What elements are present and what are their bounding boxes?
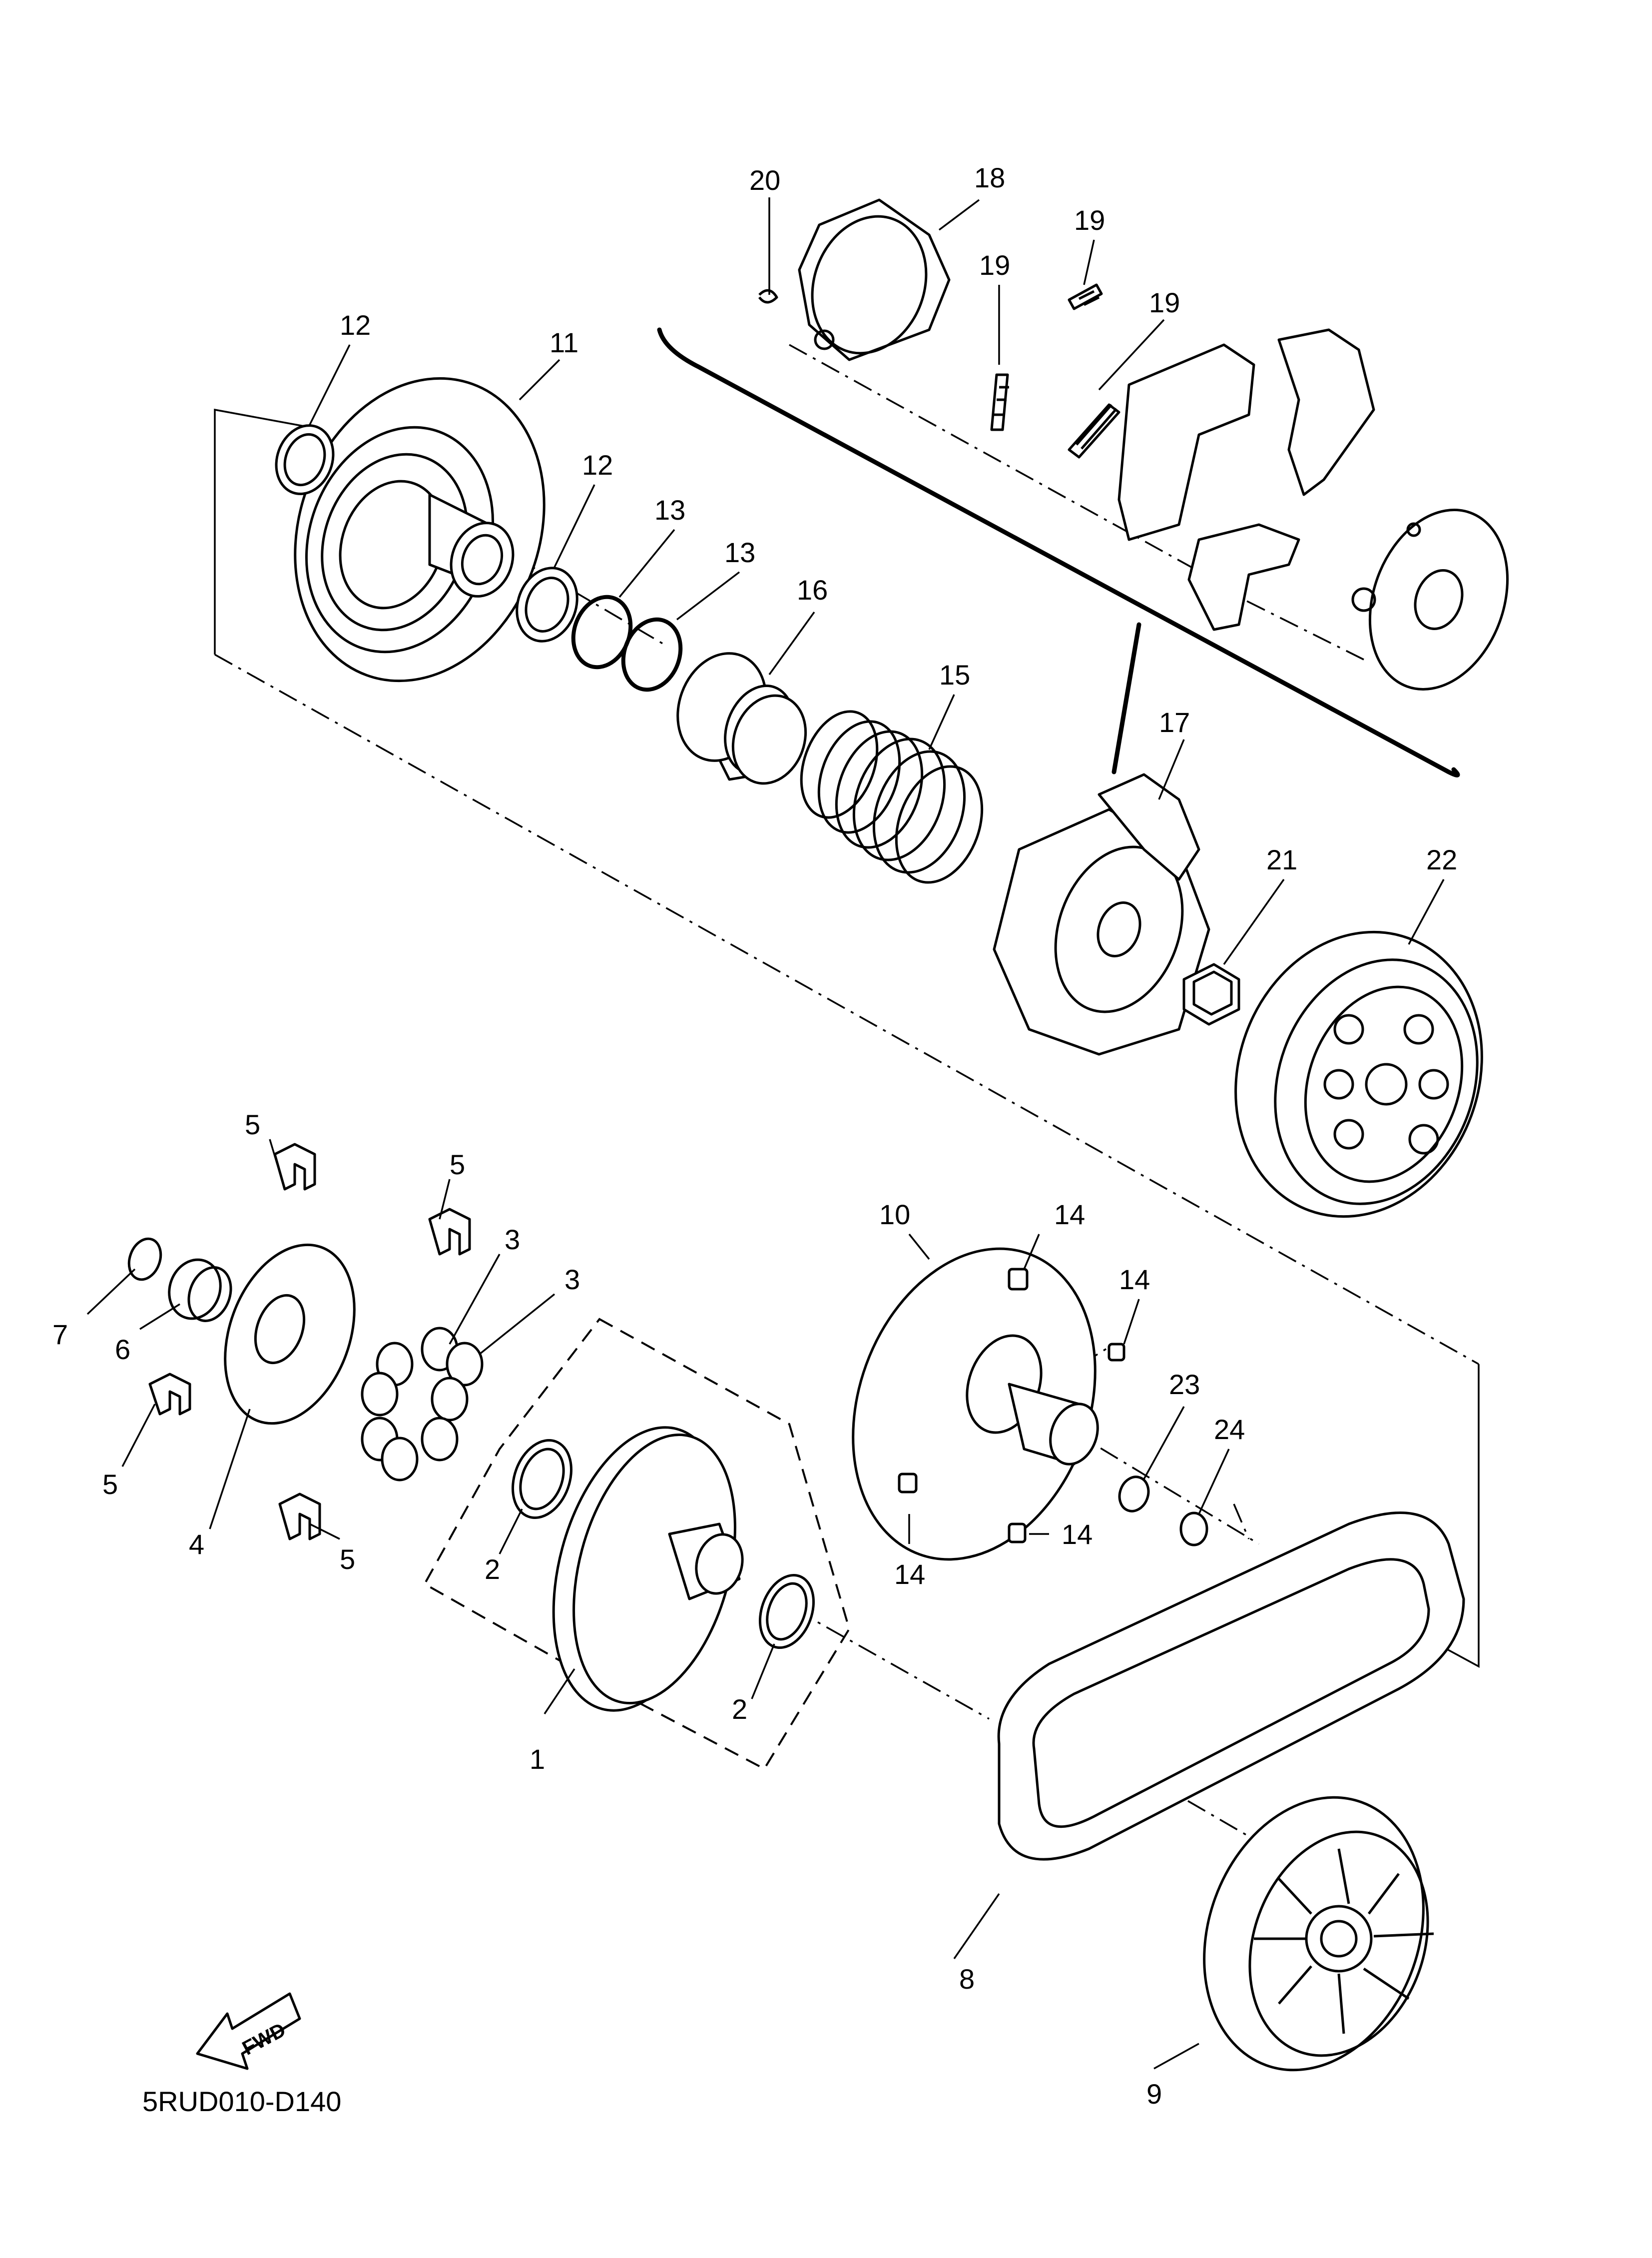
callout-15: 15: [939, 659, 970, 691]
callout-19c: 19: [1149, 287, 1180, 318]
callout-6: 6: [115, 1334, 130, 1365]
cooling-fan-part: [1203, 1796, 1434, 2072]
callout-19b: 19: [979, 249, 1010, 281]
callout-19a: 19: [1074, 204, 1105, 236]
callout-14d: 14: [1062, 1518, 1093, 1550]
callout-2a: 2: [485, 1553, 500, 1585]
callout-14c: 14: [894, 1558, 925, 1590]
callout-12b: 12: [582, 449, 613, 481]
callout-7: 7: [52, 1319, 68, 1350]
callout-4: 4: [189, 1528, 204, 1560]
callout-18: 18: [974, 162, 1005, 193]
callout-21: 21: [1266, 844, 1297, 875]
callout-10: 10: [879, 1199, 910, 1230]
primary-cam-parts: [127, 1143, 484, 1540]
callout-5b: 5: [450, 1149, 465, 1180]
sliding-sheave-part: [852, 1247, 1208, 1561]
clutch-and-housing: [993, 773, 1483, 1218]
callout-8: 8: [959, 1963, 975, 1995]
leader-lines: [86, 197, 1445, 2070]
callout-labels: 1 2 2 3 3 4 5 5 5 5 6 7 8 9 10 11 12 12 …: [52, 162, 1457, 2110]
callout-17: 17: [1159, 707, 1190, 738]
callout-13a: 13: [654, 494, 685, 526]
fwd-arrow-icon: FWD: [196, 1992, 301, 2070]
callout-2b: 2: [732, 1693, 747, 1725]
callout-9: 9: [1146, 2078, 1162, 2110]
seals-and-spring: [275, 424, 984, 884]
callout-5c: 5: [102, 1469, 118, 1500]
callout-13b: 13: [724, 537, 755, 568]
callout-1: 1: [530, 1743, 545, 1775]
callout-5a: 5: [245, 1109, 260, 1140]
callout-16: 16: [797, 574, 828, 606]
callout-5d: 5: [340, 1543, 355, 1575]
callout-14b: 14: [1119, 1264, 1150, 1295]
clutch-shoe-subparts: [758, 198, 1509, 691]
callout-22: 22: [1426, 844, 1457, 875]
diagram-code: 5RUD010-D140: [142, 2086, 341, 2117]
secondary-sheave-part: [294, 377, 546, 683]
callout-3b: 3: [564, 1264, 580, 1295]
callout-11: 11: [550, 327, 578, 358]
callout-20: 20: [749, 164, 780, 196]
callout-12a: 12: [340, 309, 371, 341]
primary-sheave-part: [512, 1426, 815, 1712]
v-belt-part: [997, 1511, 1465, 1861]
callout-24: 24: [1214, 1414, 1245, 1445]
callout-14a: 14: [1054, 1199, 1085, 1230]
callout-23: 23: [1169, 1369, 1200, 1400]
callout-3a: 3: [505, 1224, 520, 1255]
